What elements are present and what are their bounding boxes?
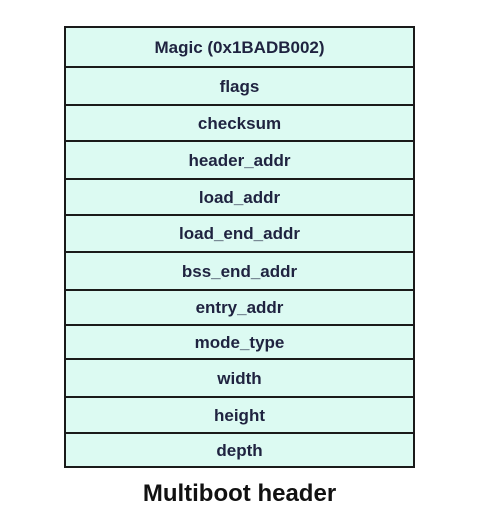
field-label: height bbox=[214, 405, 265, 425]
field-checksum: checksum bbox=[64, 104, 415, 142]
field-label: checksum bbox=[197, 113, 282, 133]
field-label: depth bbox=[216, 440, 263, 460]
diagram-caption: Multiboot header bbox=[142, 480, 337, 507]
field-label: header_addr bbox=[188, 150, 291, 170]
field-header-addr: header_addr bbox=[64, 140, 415, 180]
field-label: load_end_addr bbox=[179, 224, 300, 243]
field-load-addr: load_addr bbox=[64, 178, 415, 216]
field-label: entry_addr bbox=[195, 298, 284, 317]
field-label: width bbox=[217, 368, 262, 388]
field-bss-end-addr: bss_end_addr bbox=[64, 251, 415, 291]
field-label: flags bbox=[219, 76, 260, 96]
field-label: bss_end_addr bbox=[181, 261, 298, 281]
field-width: width bbox=[64, 358, 415, 398]
field-entry-addr: entry_addr bbox=[64, 289, 415, 326]
field-load-end-addr: load_end_addr bbox=[64, 214, 415, 253]
field-label: Magic (0x1BADB002) bbox=[154, 37, 325, 57]
field-magic: Magic (0x1BADB002) bbox=[64, 26, 415, 68]
field-depth: depth bbox=[64, 432, 415, 468]
field-height: height bbox=[64, 396, 415, 434]
field-label: load_addr bbox=[198, 187, 281, 207]
field-flags: flags bbox=[64, 66, 415, 106]
field-mode-type: mode_type bbox=[64, 324, 415, 360]
field-label: mode_type bbox=[194, 332, 285, 352]
